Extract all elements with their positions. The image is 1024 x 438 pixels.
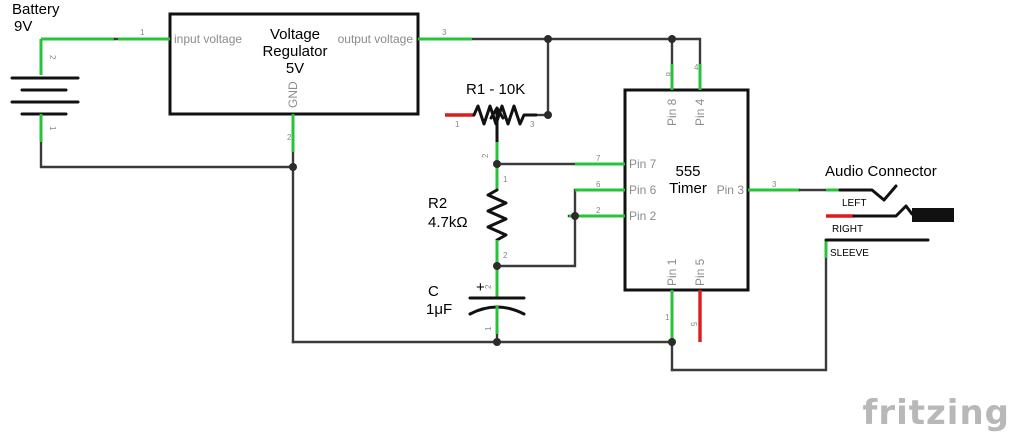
timer-title-line1: 555 (675, 163, 700, 180)
voltage-regulator[interactable]: input voltage output voltage GND Voltage… (118, 12, 472, 152)
battery-pin-number-top: 2 (48, 55, 57, 60)
regulator-body[interactable] (168, 12, 420, 116)
audio-connector[interactable]: Audio Connector LEFT RIGHT SLEEVE (824, 163, 954, 259)
timer-555[interactable]: 555 Timer Pin 8 Pin 4 Pin 7 Pin 6 Pin 2 … (569, 63, 828, 342)
wire-sleeve[interactable] (670, 256, 828, 372)
resistor-r2[interactable]: R2 4.7kΩ 1 2 (428, 164, 508, 266)
r2-value: 4.7kΩ (428, 214, 468, 231)
timer-pin-number-8: 8 (664, 72, 673, 77)
regulator-pin-number-input: 1 (140, 28, 145, 37)
timer-pin-number-3: 3 (772, 180, 777, 189)
junction-dots (289, 35, 676, 346)
battery-pin-number-bottom: 1 (48, 126, 57, 131)
r1-label: R1 - 10K (466, 81, 525, 98)
timer-title-line2: Timer (669, 180, 707, 197)
timer-pin-number-6: 6 (596, 180, 601, 189)
battery-voltage: 9V (14, 18, 32, 35)
r1-pin-number-wiper: 2 (481, 153, 490, 158)
capacitor-c[interactable]: + C 1μF 2 1 (426, 266, 526, 334)
wire-vout-rail[interactable] (470, 37, 702, 66)
timer-body[interactable] (623, 88, 750, 292)
timer-pin-number-5: 5 (689, 322, 698, 327)
junction-rail-r1 (544, 35, 552, 43)
fritzing-logo: fritzing (863, 393, 1010, 433)
audio-left-contact (838, 184, 898, 202)
r2-pin-number-top: 1 (503, 175, 508, 184)
timer-pin-number-4: 4 (694, 63, 699, 72)
battery-name: Battery (12, 1, 60, 18)
wire-pin26-node[interactable] (495, 188, 577, 268)
regulator-pin-number-output: 3 (442, 28, 447, 37)
timer-pin3-label: Pin 3 (717, 183, 745, 197)
potentiometer-r1[interactable]: R1 - 10K 1 3 2 (445, 81, 538, 164)
timer-pin6-label: Pin 6 (629, 183, 657, 197)
timer-pin4-label: Pin 4 (693, 98, 707, 126)
regulator-input-label: input voltage (174, 32, 242, 46)
regulator-pin-number-gnd: 2 (287, 133, 292, 142)
junction-rail-timer (668, 35, 676, 43)
battery[interactable]: Battery 9V 2 1 (10, 1, 172, 142)
timer-pin-number-2: 2 (596, 206, 601, 215)
capacitor-name: C (428, 283, 439, 300)
capacitor-plus: + (476, 279, 485, 296)
audio-sleeve-label: SLEEVE (830, 248, 869, 259)
junction-cap-gnd (493, 338, 501, 346)
r1-arrowhead (489, 106, 505, 120)
regulator-gnd-label: GND (286, 81, 300, 108)
timer-pin5-label: Pin 5 (693, 258, 707, 286)
audio-plug-tip (912, 208, 954, 222)
junction-r1-wiper (544, 111, 552, 119)
regulator-output-label: output voltage (338, 32, 414, 46)
wire-battery-neg[interactable] (39, 138, 295, 169)
timer-pin-number-7: 7 (596, 154, 601, 163)
r2-name: R2 (428, 195, 447, 212)
capacitor-pin-number-bottom: 1 (484, 326, 493, 331)
junction-pin7 (493, 160, 501, 168)
r1-pin-number-right: 3 (530, 120, 535, 129)
timer-pin7-label: Pin 7 (629, 157, 657, 171)
timer-pin1-label: Pin 1 (665, 258, 679, 286)
regulator-title-line2: Regulator (262, 43, 327, 60)
junction-cap-top (493, 262, 501, 270)
audio-right-contact (852, 204, 914, 218)
capacitor-value: 1μF (426, 301, 452, 318)
audio-left-label: LEFT (842, 198, 866, 209)
r1-pin-number-left: 1 (455, 120, 460, 129)
timer-pin8-label: Pin 8 (665, 98, 679, 126)
junction-gnd-top (289, 163, 297, 171)
audio-right-label: RIGHT (832, 224, 863, 235)
r1-resistor-zigzag (472, 104, 538, 126)
r2-resistor-zigzag (486, 188, 508, 242)
capacitor-pin-number-top: 2 (484, 284, 493, 289)
regulator-title-line1: Voltage (270, 26, 320, 43)
r2-pin-number-bottom: 2 (503, 251, 508, 260)
audio-connector-title: Audio Connector (825, 163, 937, 180)
junction-pin2 (571, 212, 579, 220)
junction-pin1-gnd (668, 338, 676, 346)
timer-pin2-label: Pin 2 (629, 209, 657, 223)
regulator-title-line3: 5V (286, 60, 304, 77)
timer-pin-number-1: 1 (665, 313, 670, 322)
